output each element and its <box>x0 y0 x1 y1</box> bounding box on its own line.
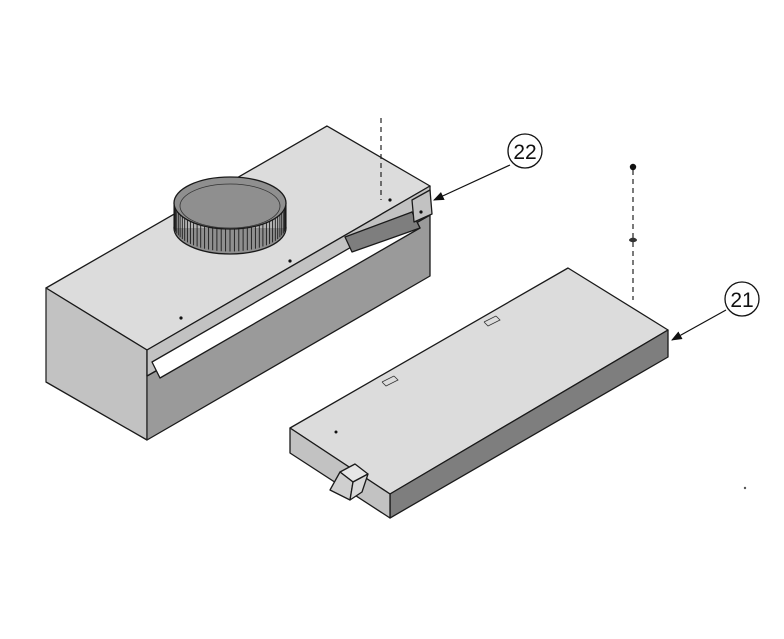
housing-right-flange <box>411 189 433 223</box>
hood-housing-part-22 <box>45 125 433 441</box>
callout-22-label: 22 <box>513 141 536 164</box>
screw-head-icon <box>629 163 637 171</box>
filter-box-part-21 <box>289 267 669 519</box>
washer-icon <box>629 237 637 243</box>
duct-collar <box>173 176 287 255</box>
callout-21: 21 <box>671 281 760 341</box>
callout-21-circle <box>724 281 760 317</box>
callout-22-leader <box>433 164 511 201</box>
box-mounting-tab <box>329 463 369 501</box>
box-slot-mark-2 <box>381 375 399 387</box>
callout-22-circle <box>507 133 543 169</box>
callout-21-label: 21 <box>730 289 753 312</box>
collar-opening <box>173 176 287 230</box>
callout-21-leader <box>671 309 727 341</box>
callout-22: 22 <box>433 133 543 201</box>
box-slot-mark-1 <box>483 315 501 327</box>
housing-slot-channel <box>344 211 421 253</box>
box-hardware-axis <box>629 163 637 300</box>
